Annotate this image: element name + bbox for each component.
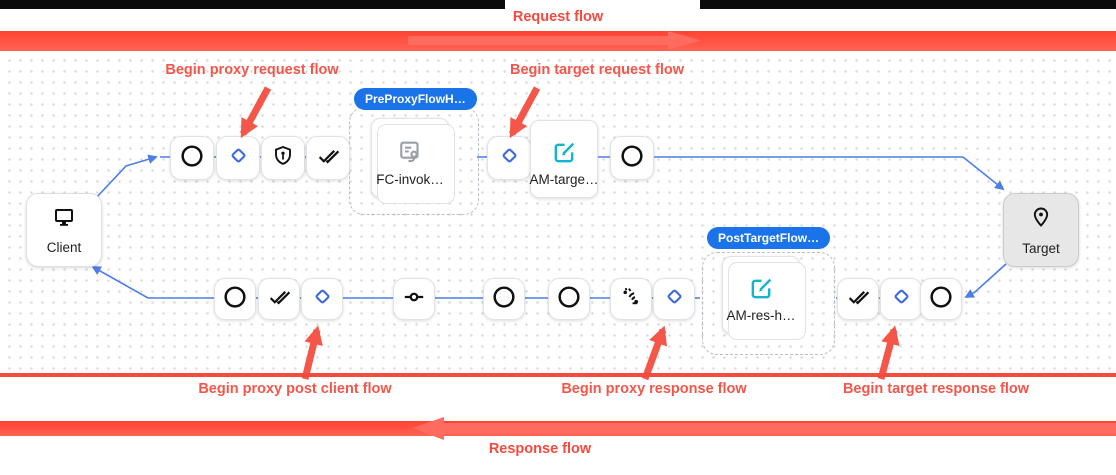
flow-callout-policy-card[interactable]: FC-invok… <box>371 118 455 204</box>
edit-square-icon <box>747 275 775 308</box>
post-target-flowhook-badge[interactable]: PostTargetFlow… <box>707 227 831 249</box>
location-pin-icon <box>1029 204 1053 235</box>
circle-icon <box>556 284 582 315</box>
sensors-icon <box>619 284 644 314</box>
annotation-begin-target-response: Begin target response flow <box>842 381 1030 397</box>
policy-label: AM-targe… <box>529 172 599 187</box>
request-flow-band <box>0 31 1116 51</box>
sensors-step[interactable] <box>610 278 652 320</box>
annotation-begin-proxy-response: Begin proxy response flow <box>561 381 747 397</box>
circle-icon <box>491 284 517 315</box>
pipeline-endpoint-icon <box>401 284 427 315</box>
client-node[interactable]: Client <box>26 193 102 267</box>
post-client-condition-step[interactable] <box>301 278 343 320</box>
assign-message-target-card[interactable]: AM-targe… <box>529 120 599 198</box>
double-check-icon <box>846 284 871 314</box>
target-response-step[interactable] <box>920 278 962 320</box>
condition-diamond-icon <box>227 144 250 172</box>
policy-label: AM-res-h… <box>726 308 796 323</box>
target-node[interactable]: Target <box>1003 193 1079 267</box>
annotation-begin-target-request: Begin target request flow <box>509 62 685 78</box>
annotation-begin-proxy-request: Begin proxy request flow <box>165 62 339 78</box>
flow-callout-icon <box>395 137 425 172</box>
security-policy-step[interactable] <box>261 136 305 180</box>
circle-icon <box>222 284 248 315</box>
proxy-request-step[interactable] <box>170 136 214 180</box>
post-target-flowhook-group <box>702 252 835 355</box>
request-flow-label: Request flow <box>512 9 604 25</box>
top-border-left <box>0 0 505 9</box>
policy-label: FC-invok… <box>376 172 444 187</box>
double-check-icon <box>267 284 292 314</box>
proxy-response-step-1[interactable] <box>483 278 525 320</box>
flow-canvas <box>0 51 1116 373</box>
condition-diamond-icon <box>311 285 334 313</box>
condition-diamond-icon <box>663 285 686 313</box>
top-border-right <box>700 0 1116 9</box>
assign-message-response-card[interactable]: AM-res-h… <box>722 256 806 340</box>
double-check-icon <box>316 143 341 173</box>
circle-icon <box>179 143 205 174</box>
target-response-condition-step[interactable] <box>880 278 922 320</box>
condition-diamond-icon <box>890 285 913 313</box>
annotation-begin-proxy-post-client: Begin proxy post client flow <box>198 381 392 397</box>
security-shield-icon <box>271 144 295 173</box>
target-label: Target <box>1022 241 1060 256</box>
proxy-response-step-2[interactable] <box>548 278 590 320</box>
circle-icon <box>928 284 954 315</box>
post-client-verify-step[interactable] <box>258 278 300 320</box>
target-request-step[interactable] <box>610 136 654 180</box>
verify-step[interactable] <box>306 136 350 180</box>
response-flow-label: Response flow <box>488 441 592 457</box>
target-response-verify-step[interactable] <box>837 278 879 320</box>
circle-icon <box>619 143 645 174</box>
target-request-condition-step[interactable] <box>487 136 531 180</box>
canvas-bottom-border <box>0 373 1116 377</box>
client-label: Client <box>46 240 82 255</box>
pre-proxy-flowhook-badge[interactable]: PreProxyFlowH… <box>354 88 477 110</box>
condition-diamond-icon <box>498 144 521 172</box>
pipeline-step[interactable] <box>393 278 435 320</box>
proxy-response-condition-step[interactable] <box>653 278 695 320</box>
response-flow-band <box>0 421 1116 436</box>
post-client-step[interactable] <box>214 278 256 320</box>
proxy-request-condition-step[interactable] <box>216 136 260 180</box>
monitor-icon <box>51 205 77 234</box>
edit-square-icon <box>550 139 578 172</box>
